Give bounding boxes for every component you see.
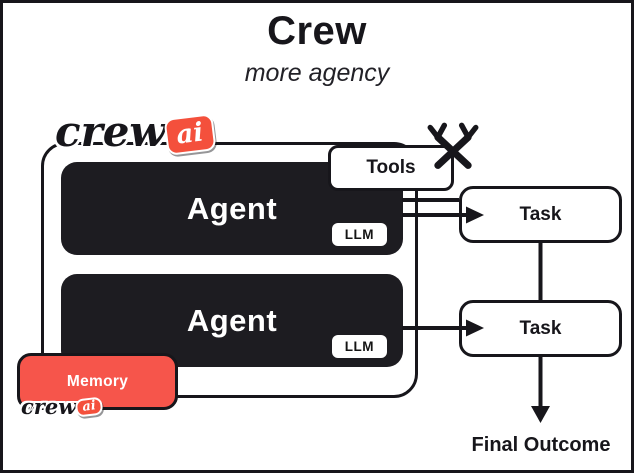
agent-box-2: Agent LLM (61, 274, 403, 367)
final-outcome-arrowhead (531, 406, 550, 423)
page-subtitle: more agency (244, 59, 390, 87)
tool-fork (458, 122, 479, 140)
tool-stroke (434, 133, 472, 169)
memory-label: Memory (66, 372, 129, 390)
tools-box: Tools (328, 145, 454, 191)
crewai-logo-text: crew (55, 107, 166, 156)
task-label: Task (519, 317, 562, 339)
agent-label: Agent (186, 302, 278, 338)
page-title: Crew (267, 9, 367, 53)
tools-label: Tools (366, 157, 416, 178)
agent-label: Agent (186, 190, 278, 226)
task-box-2: Task (459, 300, 622, 357)
task-box-1: Task (459, 186, 622, 243)
tool-fork (427, 122, 448, 140)
memory-box: Memory (17, 353, 178, 410)
final-outcome-label: Final Outcome (471, 434, 611, 456)
crewai-logo-badge: ai (163, 113, 216, 156)
task-label: Task (519, 203, 562, 225)
crewai-logo-text: crew (21, 394, 77, 419)
llm-badge: LLM (331, 335, 387, 358)
crew-boundary-box (41, 142, 418, 398)
crewai-logo-badge: ai (74, 396, 105, 418)
crossed-tools-icon (427, 122, 479, 169)
llm-badge: LLM (331, 223, 387, 246)
